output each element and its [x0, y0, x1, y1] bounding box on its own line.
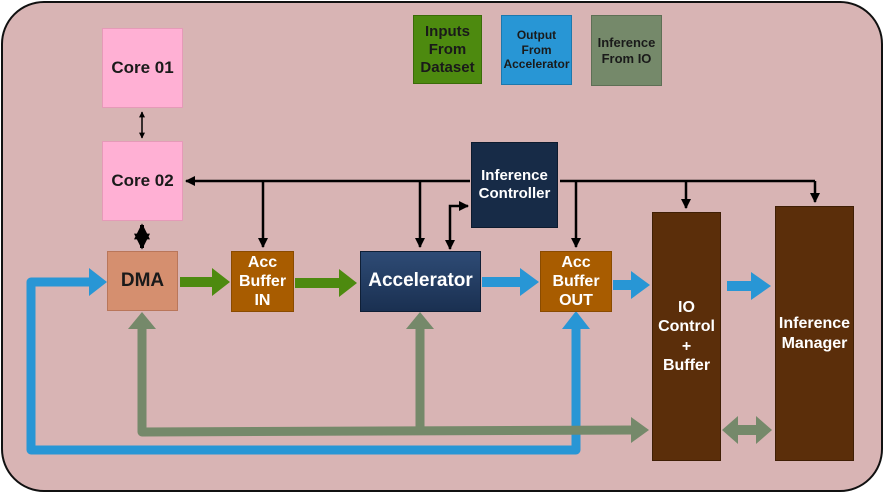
- acc-buffer-out-block: Acc Buffer OUT: [540, 251, 612, 312]
- legend-inference-from-io: Inference From IO: [591, 15, 662, 86]
- legend-inputs-from-dataset: Inputs From Dataset: [413, 15, 482, 84]
- output-arrowhead-dma: [89, 268, 107, 296]
- input-flow: [180, 268, 357, 297]
- core-02-block: Core 02: [102, 141, 183, 221]
- inference-flow-loop: [137, 327, 636, 437]
- io-control-buffer-block: IO Control + Buffer: [652, 212, 721, 461]
- inference-arrowhead-accelerator: [406, 312, 434, 329]
- io-manager-double-arrow: [722, 416, 772, 444]
- inference-arrowhead-dma: [128, 312, 156, 329]
- output-flow-loop: [26, 277, 581, 455]
- acc-buffer-in-block: Acc Buffer IN: [231, 251, 294, 312]
- inference-arrowhead-io: [631, 417, 649, 443]
- control-lines: [134, 111, 820, 250]
- inference-manager-block: Inference Manager: [775, 206, 854, 461]
- dma-block: DMA: [107, 251, 178, 311]
- legend-output-from-accelerator: Output From Accelerator: [501, 15, 572, 85]
- output-flow-arrows: [482, 268, 771, 300]
- inference-controller-block: Inference Controller: [471, 142, 558, 228]
- accelerator-block: Accelerator: [360, 251, 481, 312]
- output-arrowhead-buffer-out: [562, 311, 590, 329]
- core-01-block: Core 01: [102, 28, 183, 108]
